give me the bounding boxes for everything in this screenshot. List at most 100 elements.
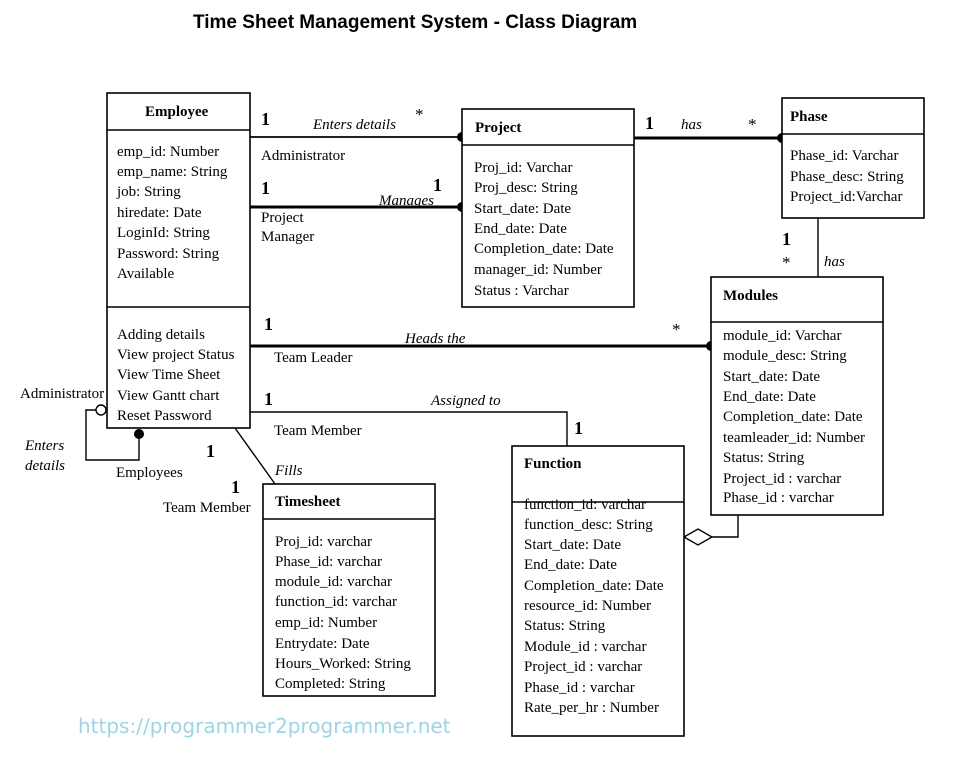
class-employee-op: Adding details <box>117 327 205 343</box>
role-self-employees: Employees <box>116 465 183 481</box>
class-modules-name: Modules <box>723 288 778 304</box>
class-function-attr: resource_id: Number <box>524 598 651 614</box>
role-team-leader: Team Leader <box>274 350 352 366</box>
class-employee-attr: LoginId: String <box>117 225 210 241</box>
assoc-enters-details-label: Enters details <box>312 117 396 133</box>
class-modules-attr: teamleader_id: Number <box>723 430 865 446</box>
class-project-attr: Proj_id: Varchar <box>474 160 572 176</box>
class-modules-attr: Completion_date: Date <box>723 409 863 425</box>
class-employee-attr: emp_id: Number <box>117 144 219 160</box>
class-employee-op: View Time Sheet <box>117 367 221 383</box>
class-modules-attr: Status: String <box>723 450 805 466</box>
role-team-member-fills: Team Member <box>163 500 251 516</box>
class-employee-op: Reset Password <box>117 408 212 424</box>
class-employee-attr: job: String <box>116 184 181 200</box>
mult-enters-src: 1 <box>261 109 270 129</box>
class-employee-attr: hiredate: Date <box>117 205 202 221</box>
mult-heads-dst: * <box>672 320 681 339</box>
watermark-url: https://programmer2programmer.net <box>78 714 451 738</box>
class-function-attr: Project_id : varchar <box>524 659 642 675</box>
class-employee-attr: Available <box>117 266 175 282</box>
mult-phase-modules-src: 1 <box>782 229 791 249</box>
class-timesheet-attr: Proj_id: varchar <box>275 534 372 550</box>
class-function-attr: Start_date: Date <box>524 537 621 553</box>
mult-heads-src: 1 <box>264 314 273 334</box>
class-timesheet-attr: emp_id: Number <box>275 615 377 631</box>
class-project: Project Proj_id: Varchar Proj_desc: Stri… <box>461 108 635 308</box>
mult-enters-dst: * <box>415 105 424 124</box>
class-function-attr: Status: String <box>524 618 606 634</box>
mult-fills-src: 1 <box>206 441 215 461</box>
class-project-attr: Completion_date: Date <box>474 241 614 257</box>
class-timesheet-attr: Completed: String <box>275 676 386 692</box>
assoc-self-label: Enters <box>24 438 64 454</box>
assoc-fills-label: Fills <box>274 463 303 479</box>
class-timesheet-name: Timesheet <box>275 494 341 510</box>
assoc-self-line <box>85 409 140 461</box>
class-project-attr: End_date: Date <box>474 221 567 237</box>
class-function-name: Function <box>524 456 582 472</box>
class-timesheet-attr: module_id: varchar <box>275 574 392 590</box>
class-project-name: Project <box>475 120 521 136</box>
assoc-manages-label: Manages <box>378 193 434 209</box>
class-phase-name: Phase <box>790 109 828 125</box>
class-modules-attr: End_date: Date <box>723 389 816 405</box>
class-employee: Employee emp_id: Number emp_name: String… <box>106 92 251 429</box>
aggregation-diamond-icon <box>682 528 714 546</box>
mult-assigned-src: 1 <box>264 389 273 409</box>
class-timesheet-attr: function_id: varchar <box>275 594 397 610</box>
class-modules: Modules module_id: Varchar module_desc: … <box>710 276 884 516</box>
assoc-self-open-circle-icon <box>95 404 107 416</box>
class-project-attr: manager_id: Number <box>474 262 602 278</box>
class-project-attr: Status : Varchar <box>474 283 569 299</box>
page-title: Time Sheet Management System - Class Dia… <box>193 12 637 33</box>
class-modules-attr: Phase_id : varchar <box>723 490 834 506</box>
assoc-self-label: details <box>25 458 65 474</box>
mult-project-phase-src: 1 <box>645 113 654 133</box>
class-modules-attr: module_id: Varchar <box>723 328 841 344</box>
class-timesheet-attr: Entrydate: Date <box>275 636 370 652</box>
class-phase: Phase Phase_id: Varchar Phase_desc: Stri… <box>781 97 925 219</box>
class-timesheet: Timesheet Proj_id: varchar Phase_id: var… <box>262 483 436 697</box>
class-employee-op: View Gantt chart <box>117 388 220 404</box>
class-employee-name: Employee <box>145 104 209 120</box>
mult-manages-src: 1 <box>261 178 270 198</box>
role-administrator: Administrator <box>261 148 345 164</box>
role-project-manager: Manager <box>261 229 314 245</box>
class-phase-attr: Phase_desc: String <box>790 169 904 185</box>
role-self-administrator: Administrator <box>20 386 104 402</box>
class-timesheet-attr: Phase_id: varchar <box>275 554 382 570</box>
class-modules-attr: module_desc: String <box>723 348 847 364</box>
role-team-member: Team Member <box>274 423 362 439</box>
assoc-phase-modules-label: has <box>824 254 845 270</box>
class-function-attr: function_id: varchar <box>524 497 646 513</box>
class-function-attr: Rate_per_hr : Number <box>524 700 659 716</box>
assoc-assigned-label: Assigned to <box>430 393 501 409</box>
assoc-project-phase-label: has <box>681 117 702 133</box>
class-function-attr: Module_id : varchar <box>524 639 646 655</box>
class-function-attr: Phase_id : varchar <box>524 680 635 696</box>
class-phase-attr: Phase_id: Varchar <box>790 148 898 164</box>
assoc-heads-label: Heads the <box>404 331 466 347</box>
mult-manages-dst: 1 <box>433 175 442 195</box>
class-function-attr: Completion_date: Date <box>524 578 664 594</box>
class-employee-attr: Password: String <box>117 246 220 262</box>
class-function-attr: function_desc: String <box>524 517 653 533</box>
assoc-self-dot <box>134 429 144 439</box>
class-function-attr: End_date: Date <box>524 557 617 573</box>
assoc-aggregation-line <box>712 515 739 538</box>
mult-phase-modules-dst: * <box>782 253 791 272</box>
class-employee-op: View project Status <box>117 347 235 363</box>
class-project-attr: Start_date: Date <box>474 201 571 217</box>
class-project-attr: Proj_desc: String <box>474 180 578 196</box>
mult-fills-dst: 1 <box>231 477 240 497</box>
class-timesheet-attr: Hours_Worked: String <box>275 656 411 672</box>
role-project-manager: Project <box>261 210 304 226</box>
assoc-fills-line <box>234 427 276 485</box>
class-modules-attr: Project_id : varchar <box>723 471 841 487</box>
mult-project-phase-dst: * <box>748 115 757 134</box>
mult-assigned-dst: 1 <box>574 418 583 438</box>
class-phase-attr: Project_id:Varchar <box>790 189 902 205</box>
class-function: Function function_id: varchar function_d… <box>511 445 685 737</box>
assoc-assigned-line <box>250 411 568 446</box>
